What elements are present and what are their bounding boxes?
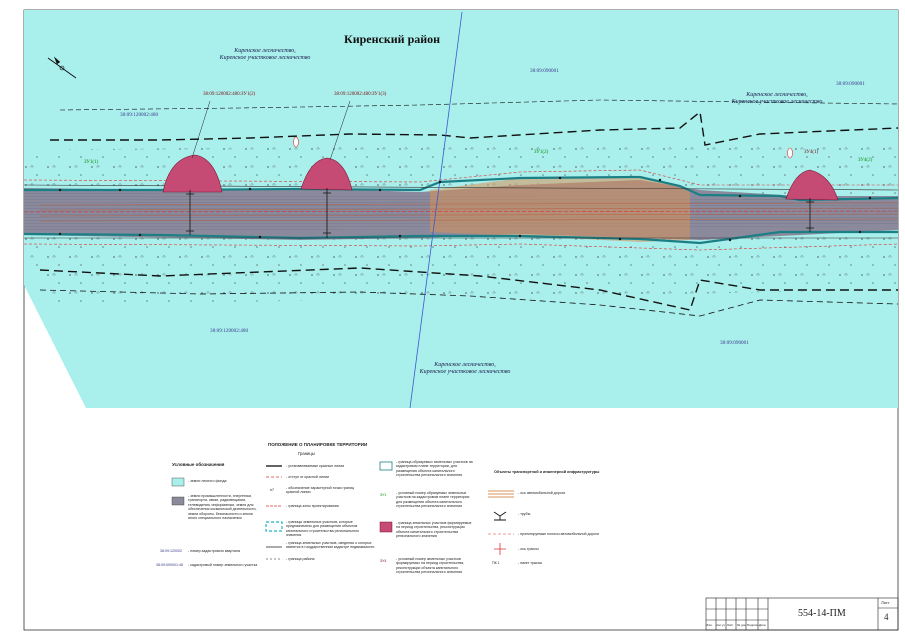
legend-mid-7: - граница района <box>286 557 315 561</box>
cadastral-label-3: 38:09:090001 <box>836 81 865 87</box>
cadastral-label-1: 38:09:120002:480 <box>120 112 159 118</box>
stamp-sheet-number: 4 <box>884 612 889 622</box>
stamp-col-2: Кол.уч <box>716 623 725 627</box>
plot-zu1-2[interactable] <box>162 154 223 193</box>
plot-zu1-3[interactable] <box>300 157 353 191</box>
legend-mid-3-code: н7 <box>270 488 274 492</box>
zone-label-2: ЗУ1(2) <box>534 150 549 155</box>
leader-zu1-3 <box>329 100 351 161</box>
title-block <box>705 597 899 631</box>
cadastre-boundary-upper <box>59 99 899 111</box>
legend-infra-4: - ось трассы <box>518 547 539 551</box>
legend-box-formed <box>379 461 393 471</box>
legend-swatch-industrial <box>171 496 185 506</box>
legend-right-3: - граница земельных участков формируемых… <box>396 521 472 539</box>
legend-left-2: - земли промышленности, энергетики, тран… <box>188 494 257 521</box>
legend-mid-5: - границы земельных участков, которые пр… <box>286 520 360 538</box>
legend-route-axis <box>494 543 506 555</box>
legend-infra-5-code: ПК 1 <box>492 561 500 565</box>
legend-right-4-code: ЗУ4 <box>380 559 387 563</box>
culverts <box>186 188 814 238</box>
plot-id-3: ЗУ4(1) <box>804 150 819 155</box>
stamp-col-6: Дата <box>759 623 766 627</box>
legend-left-1: - земли лесного фонда <box>188 479 227 483</box>
zone-label-1: ЗУ1(1) <box>84 160 99 165</box>
design-zone-upper <box>50 110 899 146</box>
leader-zu1-2 <box>191 100 211 159</box>
cadastral-label-5: 38:09:090001 <box>720 340 749 346</box>
cadastre-boundary-lower <box>39 289 899 317</box>
legend-main-title: ПОЛОЖЕНИЕ О ПЛАНИРОВКЕ ТЕРРИТОРИИ <box>268 442 368 447</box>
legend-right-1: - граница образуемых земельных участков … <box>396 460 473 478</box>
legend-infra-1: - ось автомобильной дороги <box>518 491 566 495</box>
cadastral-label-4: 38:09:120002:480 <box>210 328 249 334</box>
road-lanes <box>39 202 899 222</box>
route-axis <box>23 210 899 213</box>
legend-left-3: - номер кадастрового квартала <box>188 549 240 553</box>
legend-swatch-forest <box>171 477 185 487</box>
stamp-col-3: Лист <box>727 623 734 627</box>
stamp-code: 554-14-ПМ <box>798 608 846 619</box>
forest-label-2: Киренское лесничество, Киренское участко… <box>731 92 823 106</box>
legend-infra-5: - пикет трассы <box>518 561 543 565</box>
stamp-col-5: Подпись <box>747 623 759 627</box>
legend-left-3-code: 38:09:120002 <box>160 549 182 553</box>
legend-mid-4: - граница зоны проектирования <box>286 504 339 508</box>
forest-label-3: Киренское лесничество, Киренское участко… <box>419 362 511 376</box>
characteristic-points <box>58 176 872 242</box>
legend-infra-title: Объекты транспортной и инженерной инфрас… <box>494 470 600 474</box>
legend-pipe-icon <box>493 511 507 521</box>
red-line-upper <box>24 175 899 202</box>
plot-id-2: 38:09:120002:480:ЗУ1(3) <box>334 92 387 97</box>
red-offset-upper <box>23 169 898 186</box>
legend-mid-3: - обозначение характерной точки границ к… <box>286 486 354 495</box>
legend-right-2: - условный номер образуемых земельных уч… <box>396 491 470 509</box>
legend-right-2-code: ЗУ1 <box>380 493 387 497</box>
legend-left-4-code: 38:09:090001:48 <box>156 563 183 567</box>
plot-id-1: 38:09:120002:480:ЗУ1(2) <box>203 92 256 97</box>
legend-road-axis <box>488 490 514 498</box>
plot-zu4-1[interactable] <box>785 169 839 201</box>
design-zone-lower <box>39 267 898 311</box>
stamp-sheet-label: Лист <box>881 600 890 605</box>
legend-mid-1: - устанавливаемые красные линии <box>286 464 345 468</box>
red-offset-lower <box>23 243 899 251</box>
legend-conventions-title: Условные обозначения <box>172 462 225 467</box>
legend-box-plots <box>265 521 283 532</box>
picket-markers <box>293 136 793 159</box>
stamp-col-1: Изм. <box>706 623 713 627</box>
legend-infra-3: - проектируемые полосы автомобильной дор… <box>518 532 599 536</box>
district-title: Киренский район <box>344 32 441 46</box>
stamp-col-4: № док. <box>737 623 747 627</box>
forest-label-1: Киренское лесничество, Киренское участко… <box>219 48 311 62</box>
legend-box-temporary <box>379 521 393 533</box>
district-boundary <box>409 11 463 409</box>
legend-left-4: - кадастровый номер земельного участка <box>188 563 258 567</box>
legend-subtitle: Границы <box>298 451 315 456</box>
legend-right-4: - условный номер земельных участков форм… <box>396 557 465 575</box>
legend-mid-2: - отступ от красной линии <box>286 475 329 479</box>
north-arrow-icon <box>47 56 77 79</box>
legend-infra-2: - трубы <box>518 512 531 516</box>
cadastral-label-2: 38:09:090001 <box>530 68 559 74</box>
legend-mid-6: - граница земельных участков, сведения о… <box>286 541 375 550</box>
zone-label-3: ЗУ4(2) <box>858 158 873 163</box>
